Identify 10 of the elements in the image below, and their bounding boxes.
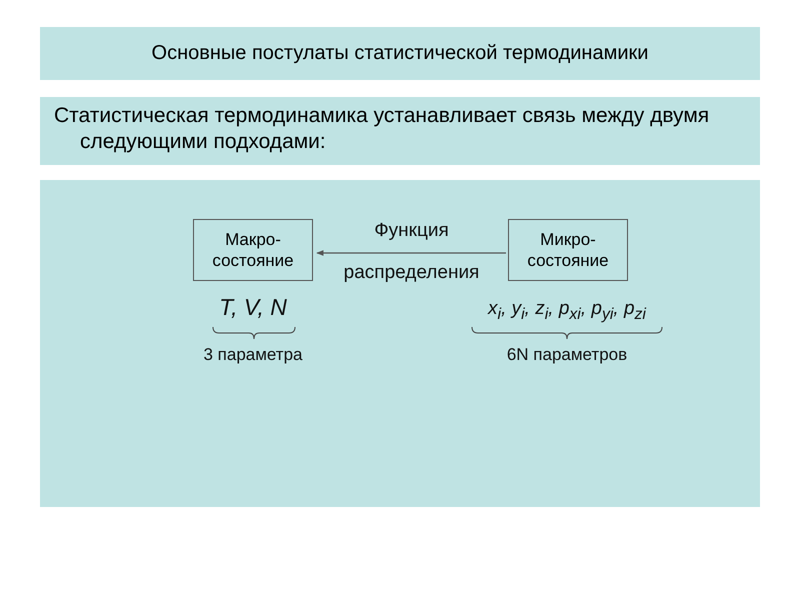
edge-label: Функция распределения (342, 219, 480, 285)
math-expression: x$_{i}$, y$_{i}$, z$_{i}$, p$_{xi}$, p$_{yi}$, p$_{zi}$ (486, 298, 648, 324)
caption: 3 параметра (202, 345, 304, 365)
state-box: Микро-состояние (508, 219, 628, 281)
state-box: Макро-состояние (193, 219, 313, 281)
text-banner: Статистическая термодинамика устанавливает связь между двумя следующими подходами: (40, 97, 760, 165)
arrow (316, 250, 506, 256)
math-expression: T, V, N (218, 294, 288, 321)
caption: 6N параметров (506, 345, 628, 365)
title-banner: Основные постулаты статистической термодинамики (40, 27, 760, 80)
